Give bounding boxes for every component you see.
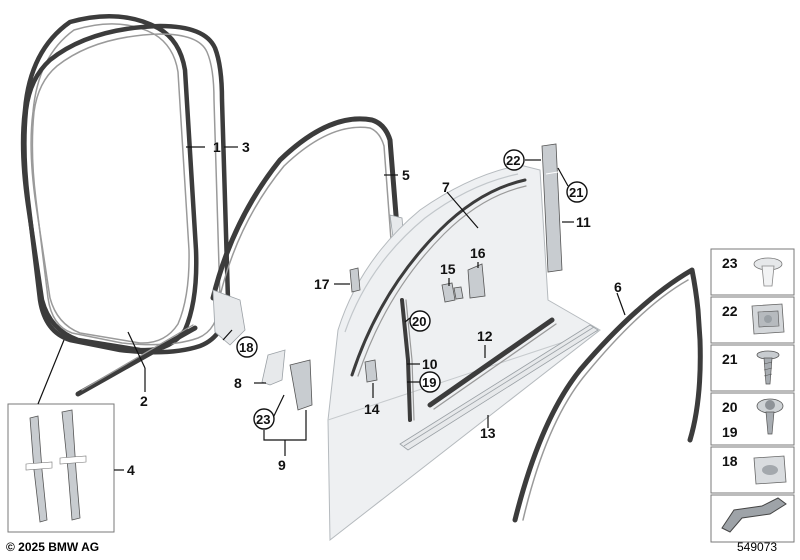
leader-lines bbox=[37, 146, 626, 471]
legend-label-20: 20 bbox=[722, 399, 738, 415]
seal-detail-inset bbox=[7, 403, 115, 533]
diagram-id: 549073 bbox=[737, 540, 778, 554]
legend-label-23: 23 bbox=[722, 255, 738, 271]
lower-door-strip bbox=[399, 324, 599, 451]
callout-13: 13 bbox=[480, 425, 496, 441]
sill-seal-strip bbox=[75, 324, 198, 397]
legend-label-18: 18 bbox=[722, 453, 738, 469]
legend-label-22: 22 bbox=[722, 303, 738, 319]
callout-9: 9 bbox=[278, 457, 286, 473]
bracket-16 bbox=[467, 263, 486, 299]
callout-2: 2 bbox=[140, 393, 148, 409]
grommet-icon bbox=[753, 455, 787, 485]
outer-frame-seal bbox=[512, 267, 703, 523]
callout-8: 8 bbox=[234, 375, 242, 391]
b-pillar-trim bbox=[541, 143, 563, 273]
window-channel bbox=[350, 178, 527, 377]
callout-7: 7 bbox=[442, 179, 450, 195]
callout-15: 15 bbox=[440, 261, 456, 277]
corner-piece-8 bbox=[261, 349, 286, 386]
door-seal-inner bbox=[22, 23, 231, 355]
callout-12: 12 bbox=[477, 328, 493, 344]
callout-10: 10 bbox=[422, 356, 438, 372]
collar-screw-icon bbox=[756, 398, 784, 435]
fastener-legend: 23 22 21 20 19 18 bbox=[710, 248, 795, 543]
clip-nut-icon bbox=[751, 303, 785, 335]
callout-4: 4 bbox=[127, 462, 135, 478]
bracket-17 bbox=[349, 267, 361, 293]
callout-3: 3 bbox=[242, 139, 250, 155]
callout-23: 23 bbox=[256, 412, 270, 427]
screw-icon bbox=[756, 350, 780, 385]
corner-piece-9 bbox=[289, 359, 313, 411]
callout-19: 19 bbox=[422, 375, 436, 390]
callout-18: 18 bbox=[239, 340, 253, 355]
legend-label-21: 21 bbox=[722, 351, 738, 367]
callout-11: 11 bbox=[576, 214, 591, 230]
callout-16: 16 bbox=[470, 245, 486, 261]
callout-5: 5 bbox=[402, 167, 410, 183]
callout-20: 20 bbox=[412, 314, 426, 329]
callout-14: 14 bbox=[364, 401, 380, 417]
direction-arrow-icon bbox=[721, 497, 787, 533]
callout-22: 22 bbox=[506, 153, 520, 168]
callout-17: 17 bbox=[314, 276, 330, 292]
belt-weatherstrip bbox=[427, 317, 557, 410]
expanding-rivet-icon bbox=[753, 257, 783, 287]
callout-labels: 1 2 3 4 5 6 7 8 9 10 11 12 13 14 15 16 1… bbox=[127, 139, 622, 478]
callout-21: 21 bbox=[569, 185, 583, 200]
callout-1: 1 bbox=[213, 139, 221, 155]
copyright-text: © 2025 BMW AG bbox=[6, 540, 100, 554]
legend-label-19: 19 bbox=[722, 424, 738, 440]
callout-6: 6 bbox=[614, 279, 622, 295]
clip-14 bbox=[364, 359, 378, 383]
